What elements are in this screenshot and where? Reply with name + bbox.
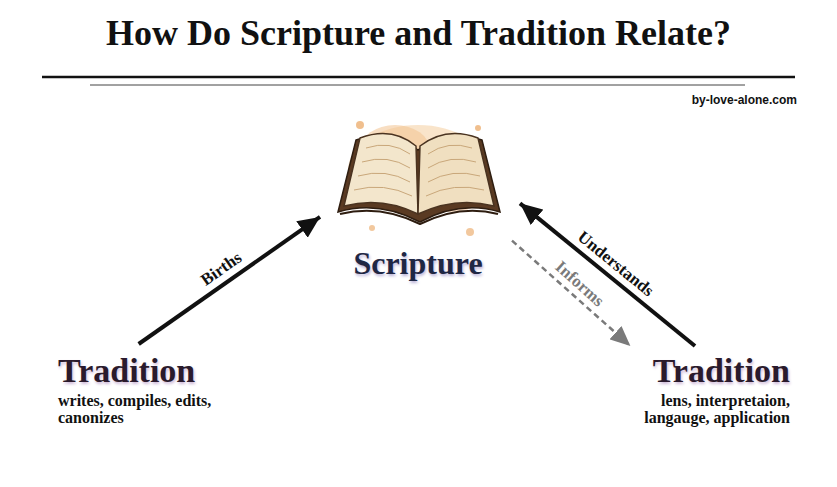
diagram-title: How Do Scripture and Tradition Relate? [0,12,837,54]
watermark-label: by-love-alone.com [692,93,797,107]
node-body: writes, compiles, edits, canonizes [58,393,226,427]
title-rule [42,76,795,79]
node-heading: Tradition [58,352,226,389]
node-heading: Tradition [600,352,790,389]
title-rule-thin [90,85,745,86]
concept-node: Tradition writes, compiles, edits, canoni… [58,352,226,427]
concept-node: Tradition lens, interpretaion, langauge, … [600,352,790,427]
book-illustration [338,121,500,236]
node-body: lens, interpretaion, langauge, applicati… [600,393,790,427]
node-heading: Scripture [330,246,506,281]
solid-arrow [520,203,695,346]
solid-arrow [139,217,320,344]
concept-node: Scripture [330,112,506,281]
